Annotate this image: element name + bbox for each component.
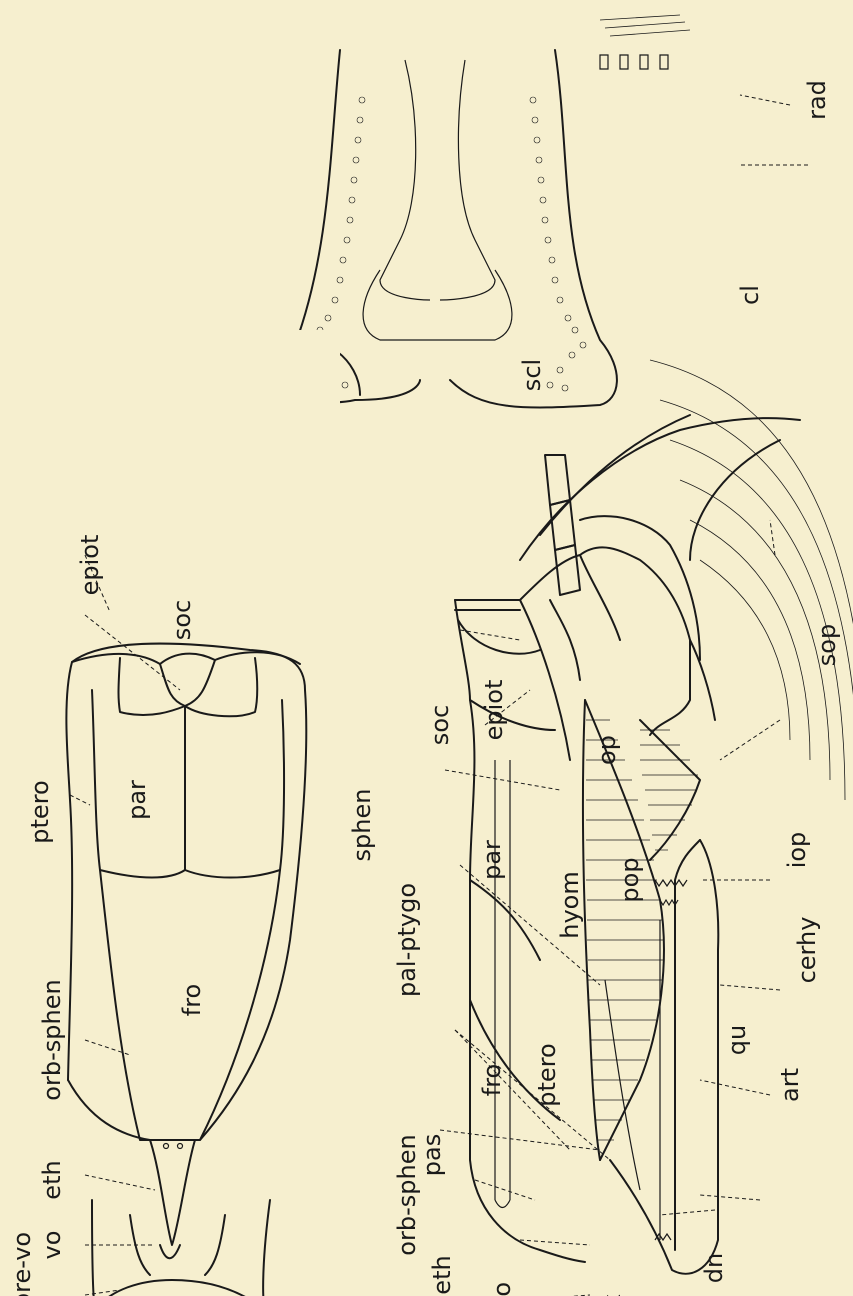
ventral-jaw-detail <box>293 50 617 407</box>
label-dorsal-fro: fro <box>178 984 206 1016</box>
label-dorsal-eth: eth <box>38 1160 66 1199</box>
label-lateral-ptero: ptero <box>533 1043 561 1106</box>
radials <box>600 15 690 69</box>
label-lateral-orb-sphen: orb-sphen <box>393 1134 421 1255</box>
label-lateral-op: op <box>593 735 621 765</box>
label-dorsal-ptero: ptero <box>26 780 54 843</box>
label-lateral-fro: fro <box>478 1064 506 1096</box>
label-lateral-hyom: hyom <box>556 871 584 938</box>
label-lateral-sphen: sphen <box>348 789 376 862</box>
label-lateral-art: art <box>776 1068 804 1102</box>
label-lateral-par: par <box>478 840 506 880</box>
hatching-palatal <box>586 720 663 1140</box>
label-lateral-cl: cl <box>736 285 764 305</box>
label-lateral-cerhy: cerhy <box>793 917 821 984</box>
label-lateral-rad: rad <box>803 80 831 120</box>
label-lateral-sop: sop <box>813 624 841 666</box>
label-lateral-dn: dn <box>700 1253 728 1283</box>
label-dorsal-orb-sphen: orb-sphen <box>38 979 66 1100</box>
label-lateral-iop: iop <box>783 832 811 869</box>
label-lateral-epiot: epiot <box>480 680 508 741</box>
label-lateral-qu: qu <box>723 1025 751 1055</box>
label-dorsal-soc: soc <box>168 600 196 640</box>
label-dorsal-par: par <box>123 780 151 820</box>
label-lateral-scl: scl <box>518 359 546 391</box>
label-dorsal-pre-vo: pre-vo <box>8 1232 36 1296</box>
label-lateral-soc: soc <box>426 705 454 745</box>
label-lateral-pas: pas <box>418 1134 446 1176</box>
stipple-right <box>530 97 586 391</box>
label-dorsal-epiot: epiot <box>76 535 104 596</box>
label-lateral-pre-vo: pre-vo <box>488 1282 516 1296</box>
branchiostegal-rays <box>650 360 853 840</box>
vertebrae <box>545 455 580 595</box>
label-dorsal-vo: vo <box>38 1231 66 1260</box>
label-lateral-pop: pop <box>616 857 644 902</box>
label-lateral-eth: eth <box>428 1255 456 1294</box>
label-lateral-pal-ptygo: pal-ptygo <box>393 883 421 997</box>
